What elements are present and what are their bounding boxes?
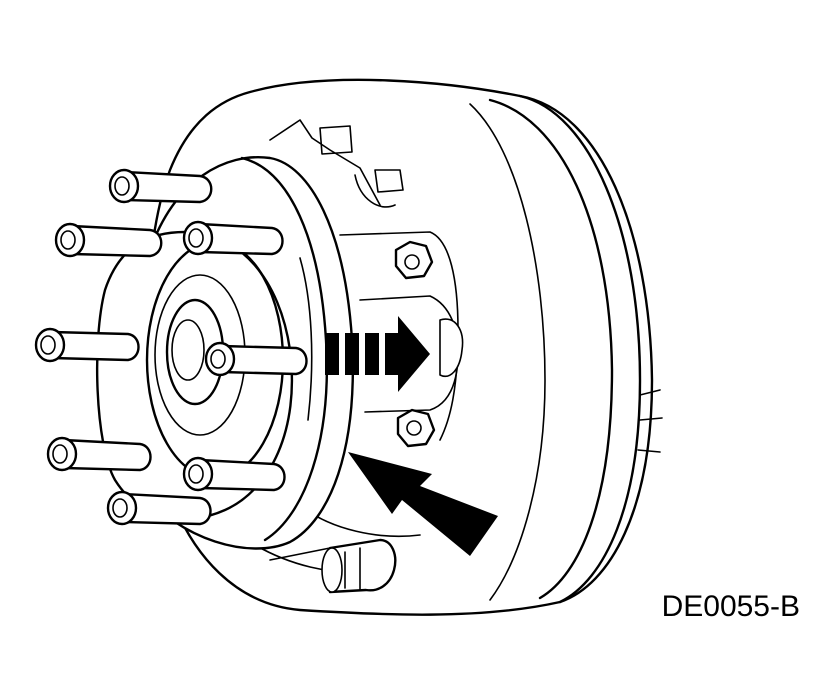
wheel-stud-3 bbox=[182, 220, 284, 256]
figure-id-label: DE0055-B bbox=[661, 590, 800, 623]
sensor-connector bbox=[321, 538, 397, 594]
wheel-stud-5 bbox=[46, 436, 152, 472]
dashed-right-arrow-icon bbox=[325, 316, 430, 392]
backing-plate-details bbox=[254, 119, 464, 574]
diagonal-callout-arrow-icon bbox=[348, 452, 498, 556]
caliper-bolt-upper bbox=[394, 240, 434, 280]
clip-detail bbox=[319, 125, 353, 155]
wheel-stud-6 bbox=[182, 456, 286, 492]
bracket-detail bbox=[374, 169, 404, 193]
wheel-stud-7 bbox=[106, 490, 212, 526]
wheel-stud-4 bbox=[34, 327, 140, 363]
wheel-stud-2 bbox=[54, 222, 163, 258]
wheel-stud-center bbox=[204, 341, 308, 377]
caliper-tab bbox=[439, 318, 464, 377]
caliper-bolt-lower bbox=[396, 408, 436, 448]
wheel-stud-1 bbox=[108, 168, 213, 204]
